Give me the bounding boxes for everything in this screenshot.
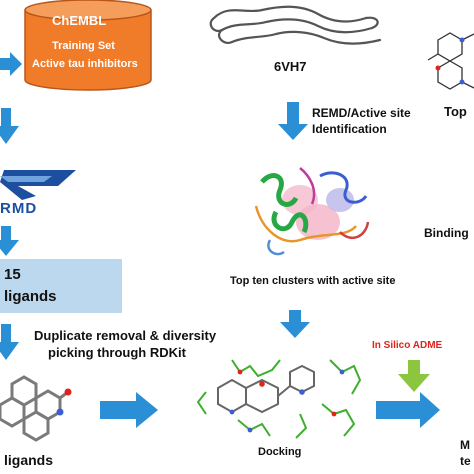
ligand-count-label: ligands	[4, 288, 57, 305]
arrow-down-docking	[280, 310, 310, 338]
docking-complex-icon	[196, 359, 362, 439]
remd-step-line2: Identification	[312, 122, 387, 136]
arrow-down-left-1	[0, 108, 19, 144]
dedup-step-line1: Duplicate removal & diversity	[34, 328, 217, 343]
protein-6vh7-ribbon-icon	[209, 5, 382, 45]
docking-caption: Docking	[258, 446, 302, 458]
top-right-cut-label: Top	[444, 104, 467, 119]
chembl-database-icon	[24, 0, 152, 91]
ligand-atoms-bottom-left	[56, 388, 72, 416]
dedup-step-line2: picking through RDKit	[48, 345, 186, 360]
ligand-heteroatoms-top-right	[435, 37, 465, 85]
remd-logo-icon	[0, 170, 76, 200]
docking-atoms	[229, 369, 345, 433]
arrow-down-left-2	[0, 226, 19, 256]
arrow-down-remd	[278, 102, 308, 140]
chembl-title: ChEMBL	[52, 13, 107, 28]
protein-id-label: 6VH7	[274, 59, 307, 74]
binding-cut-label: Binding	[424, 226, 469, 240]
chembl-active-tau-label: Active tau inhibitors	[32, 58, 138, 70]
arrow-right-to-md	[376, 392, 440, 428]
edge-cut-label-2: te	[460, 454, 471, 468]
chembl-training-set-label: Training Set	[52, 40, 115, 52]
adme-label: In Silico ADME	[372, 340, 443, 351]
arrow-into-chembl	[0, 52, 22, 76]
ligand-structure-bottom-left-icon	[0, 375, 69, 442]
clusters-caption: Top ten clusters with active site	[230, 275, 396, 287]
arrow-right-to-docking	[100, 392, 158, 428]
ligand-count-value: 15	[4, 266, 21, 283]
remd-step-line1: REMD/Active site	[312, 106, 411, 120]
arrow-down-left-3	[0, 324, 19, 360]
ligand-count-box	[0, 259, 122, 313]
protein-cluster-structure-icon	[254, 167, 370, 256]
edge-cut-label-1: M	[460, 438, 470, 452]
ligand-structure-top-right-icon	[427, 32, 474, 90]
arrow-down-adme	[398, 360, 430, 392]
remd-logo-text: RMD	[0, 200, 38, 217]
ligands-bottom-label: ligands	[4, 452, 54, 468]
